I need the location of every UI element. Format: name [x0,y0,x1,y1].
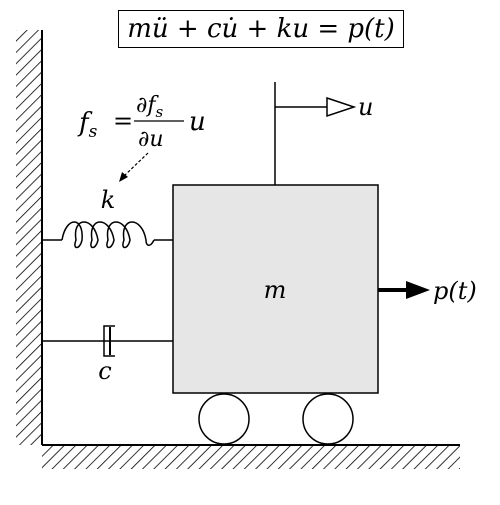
wall-hatch [16,30,42,445]
wheel-right [302,393,354,445]
displacement-label: u [358,93,373,121]
mass-block [172,184,379,394]
stiffness-formula: fs = ∂fs ∂u u [77,93,206,152]
damper-label: c [98,357,111,385]
displacement-arrow-head [326,96,357,118]
formula-denominator: ∂u [138,127,164,152]
equation-of-motion: mü + cu̇ + ku = p(t) [127,14,395,44]
svg-text:∂fs: ∂fs [136,93,164,121]
formula-equals: = [113,107,133,135]
formula-lhs-sub: s [89,122,98,142]
damper [42,325,173,357]
floor-hatch [42,445,460,469]
force-arrow-head [406,281,430,299]
formula-factor: u [189,107,206,137]
mass-label: m [264,276,287,304]
equation-of-motion-box: mü + cu̇ + ku = p(t) [118,10,404,48]
formula-pointer-head [119,172,128,182]
formula-numerator-sub: s [156,103,164,121]
formula-pointer-line [123,152,149,177]
force-label: p(t) [433,277,477,305]
formula-numerator: ∂f [136,93,159,118]
svg-text:fs: fs [77,108,98,142]
wheel-left [198,393,250,445]
spring-label: k [101,186,116,214]
spring [42,221,173,249]
